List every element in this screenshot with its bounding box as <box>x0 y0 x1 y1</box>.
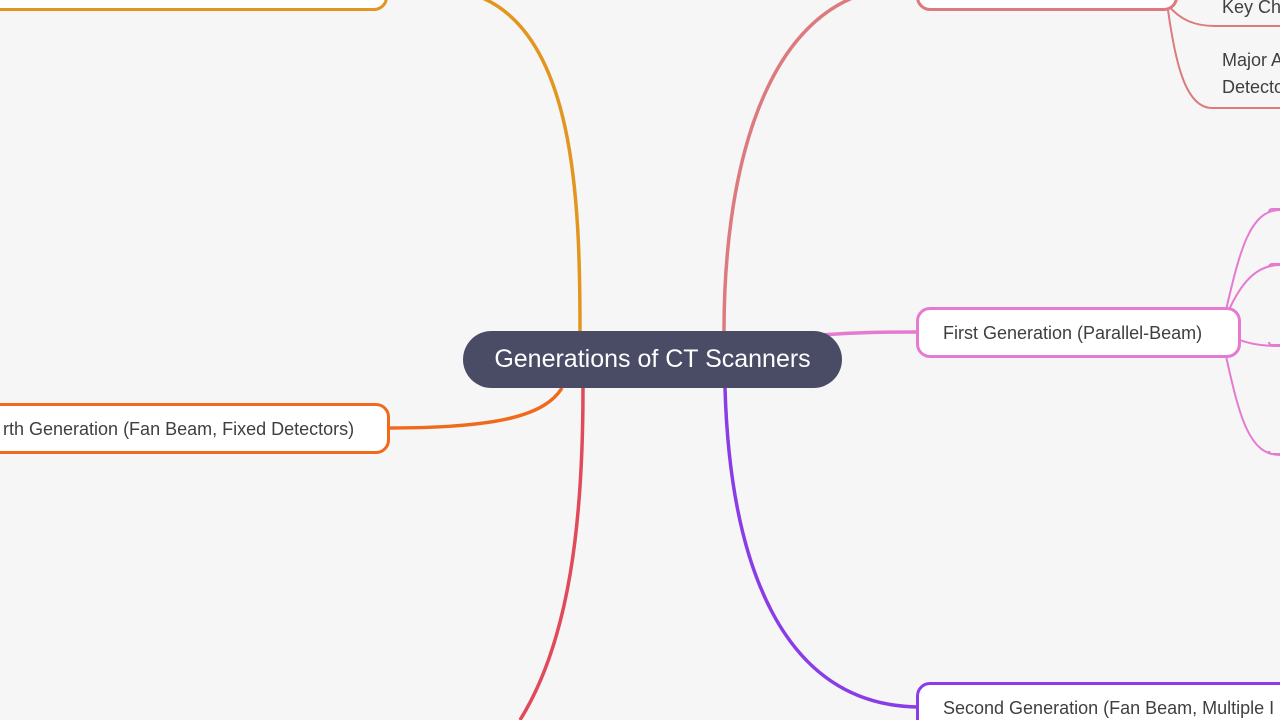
node-second-generation-label: Second Generation (Fan Beam, Multiple I <box>943 698 1275 718</box>
connector-first-generation <box>819 330 919 337</box>
connector-bottom-left <box>518 387 585 720</box>
connector-key-ch <box>1167 4 1280 27</box>
node-second-generation[interactable]: Second Generation (Fan Beam, Multiple I <box>916 682 1280 720</box>
leaf-major-a-line2: Detecto <box>1222 77 1280 97</box>
node-first-generation[interactable]: First Generation (Parallel-Beam) <box>916 307 1241 358</box>
node-fourth-generation-label: rth Generation (Fan Beam, Fixed Detector… <box>3 418 355 439</box>
connector-second-generation <box>723 387 919 709</box>
connector-top-left <box>482 0 582 332</box>
node-first-generation-label: First Generation (Parallel-Beam) <box>943 322 1203 343</box>
connector-first-sub-4 <box>1225 355 1280 456</box>
node-fourth-generation[interactable]: rth Generation (Fan Beam, Fixed Detector… <box>0 403 390 454</box>
connector-fourth-generation <box>387 387 564 430</box>
root-title: Generations of CT Scanners <box>494 345 811 373</box>
leaf-major-a-line1: Major A <box>1222 50 1280 70</box>
node-first-child-4[interactable] <box>1268 451 1280 455</box>
node-first-child-2[interactable] <box>1268 263 1280 267</box>
leaf-key-ch[interactable]: Key Ch <box>1222 0 1280 17</box>
connector-major-a <box>1167 9 1280 109</box>
connector-top-right <box>722 0 853 332</box>
root-node[interactable]: Generations of CT Scanners <box>463 331 842 388</box>
node-top-left[interactable] <box>0 0 388 11</box>
node-top-right[interactable] <box>916 0 1178 11</box>
node-first-child-3[interactable] <box>1268 342 1280 346</box>
connector-first-sub-1 <box>1225 209 1280 311</box>
node-first-child-1[interactable] <box>1268 208 1280 212</box>
leaf-major-a[interactable]: Major A Detecto <box>1222 47 1280 101</box>
